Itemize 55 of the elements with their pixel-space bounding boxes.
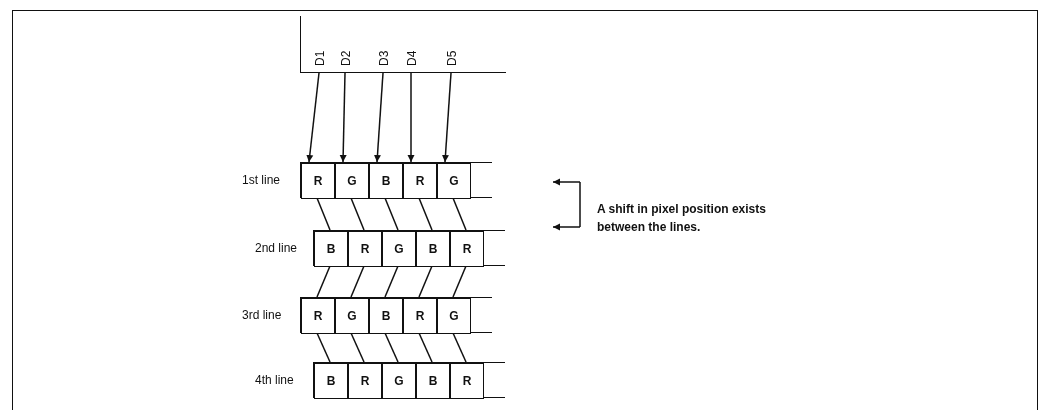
pixel-cell: B bbox=[314, 363, 348, 399]
row-label: 4th line bbox=[255, 373, 294, 387]
pixel-row bbox=[313, 230, 505, 266]
connector-line bbox=[316, 265, 331, 298]
connector-line bbox=[452, 265, 467, 298]
connector-line bbox=[350, 332, 365, 363]
pixel-cell: G bbox=[335, 298, 369, 334]
pixel-cell: R bbox=[348, 363, 382, 399]
pixel-cell: G bbox=[437, 163, 471, 199]
pixel-cell: G bbox=[382, 231, 416, 267]
row-label: 1st line bbox=[242, 173, 281, 187]
arrow bbox=[442, 72, 452, 163]
row-label: 3rd line bbox=[242, 308, 282, 322]
pixel-cell: R bbox=[450, 231, 484, 267]
pin-label: D2 bbox=[339, 36, 353, 66]
pixel-row bbox=[313, 362, 505, 398]
connector-line bbox=[452, 332, 467, 363]
pixel-cell: R bbox=[450, 363, 484, 399]
pixel-cell: R bbox=[403, 163, 437, 199]
connector-line bbox=[316, 332, 331, 363]
connector-line bbox=[418, 197, 433, 231]
connector-line bbox=[452, 197, 467, 231]
chip-outline bbox=[300, 16, 506, 73]
connector-line bbox=[350, 197, 365, 231]
connector-line bbox=[384, 197, 399, 231]
arrow bbox=[407, 72, 415, 163]
arrow bbox=[339, 72, 347, 163]
connector-line bbox=[384, 332, 399, 363]
pixel-cell: B bbox=[314, 231, 348, 267]
pixel-cell: G bbox=[335, 163, 369, 199]
pixel-cell: B bbox=[369, 163, 403, 199]
pin-label: D5 bbox=[445, 36, 459, 66]
pixel-cell: B bbox=[416, 363, 450, 399]
pixel-cell: B bbox=[416, 231, 450, 267]
pin-label: D1 bbox=[313, 36, 327, 66]
pixel-cell: R bbox=[301, 298, 335, 334]
connector-line bbox=[350, 265, 365, 298]
pixel-cell: R bbox=[301, 163, 335, 199]
arrow bbox=[306, 72, 320, 163]
connector-line bbox=[418, 332, 433, 363]
pixel-cell: G bbox=[437, 298, 471, 334]
connector-line bbox=[316, 197, 331, 231]
pin-label: D4 bbox=[405, 36, 419, 66]
note-text: A shift in pixel position exists between the lines. bbox=[597, 201, 767, 236]
pixel-row bbox=[300, 297, 492, 333]
connector-line bbox=[418, 265, 433, 298]
pixel-cell: R bbox=[348, 231, 382, 267]
connector-line bbox=[384, 265, 399, 298]
row-label: 2nd line bbox=[255, 241, 298, 255]
pin-label: D3 bbox=[377, 36, 391, 66]
pixel-row bbox=[300, 162, 492, 198]
pixel-cell: G bbox=[382, 363, 416, 399]
pixel-cell: R bbox=[403, 298, 437, 334]
pixel-cell: B bbox=[369, 298, 403, 334]
arrow bbox=[374, 72, 384, 163]
